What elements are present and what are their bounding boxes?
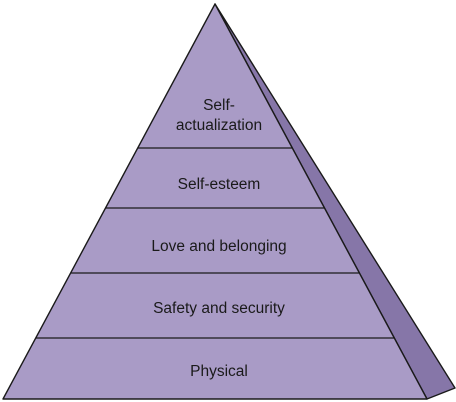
tier-label-self-actualization: Self- — [203, 97, 235, 114]
tier-label-love-and-belonging: Love and belonging — [151, 238, 286, 255]
tier-label-safety-and-security: Safety and security — [153, 300, 285, 317]
tier-dividers — [35, 147, 395, 339]
tier-label-self-esteem: Self-esteem — [178, 176, 261, 193]
tier-label-physical: Physical — [190, 363, 248, 380]
tier-label-self-actualization: actualization — [176, 117, 262, 134]
pyramid-front-face — [2, 3, 428, 400]
